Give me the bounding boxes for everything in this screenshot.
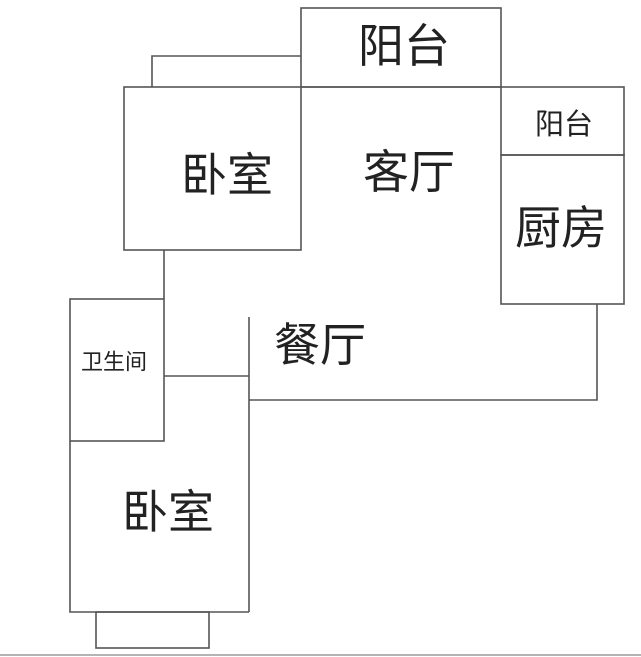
label-dining-room: 餐厅 bbox=[274, 318, 366, 372]
walls bbox=[0, 7, 641, 656]
kitchen-outline bbox=[500, 154, 625, 305]
label-balcony-top: 阳台 bbox=[358, 19, 450, 73]
label-balcony-small: 阳台 bbox=[535, 107, 593, 141]
label-bedroom-bottom: 卧室 bbox=[122, 485, 214, 539]
dining-room-wall bbox=[249, 304, 598, 401]
label-living-room: 客厅 bbox=[363, 145, 455, 199]
bedroom-bay-window bbox=[151, 55, 301, 87]
bedroom-top-outline bbox=[123, 86, 302, 251]
bathroom-outline bbox=[69, 298, 165, 442]
label-bedroom-top: 卧室 bbox=[181, 148, 273, 202]
room-labels: 阳台 卧室 客厅 阳台 厨房 餐厅 卫生间 卧室 bbox=[81, 19, 607, 539]
label-kitchen: 厨房 bbox=[515, 201, 607, 255]
label-bathroom: 卫生间 bbox=[81, 351, 147, 376]
bedroom-bottom-bay-window bbox=[95, 611, 210, 649]
